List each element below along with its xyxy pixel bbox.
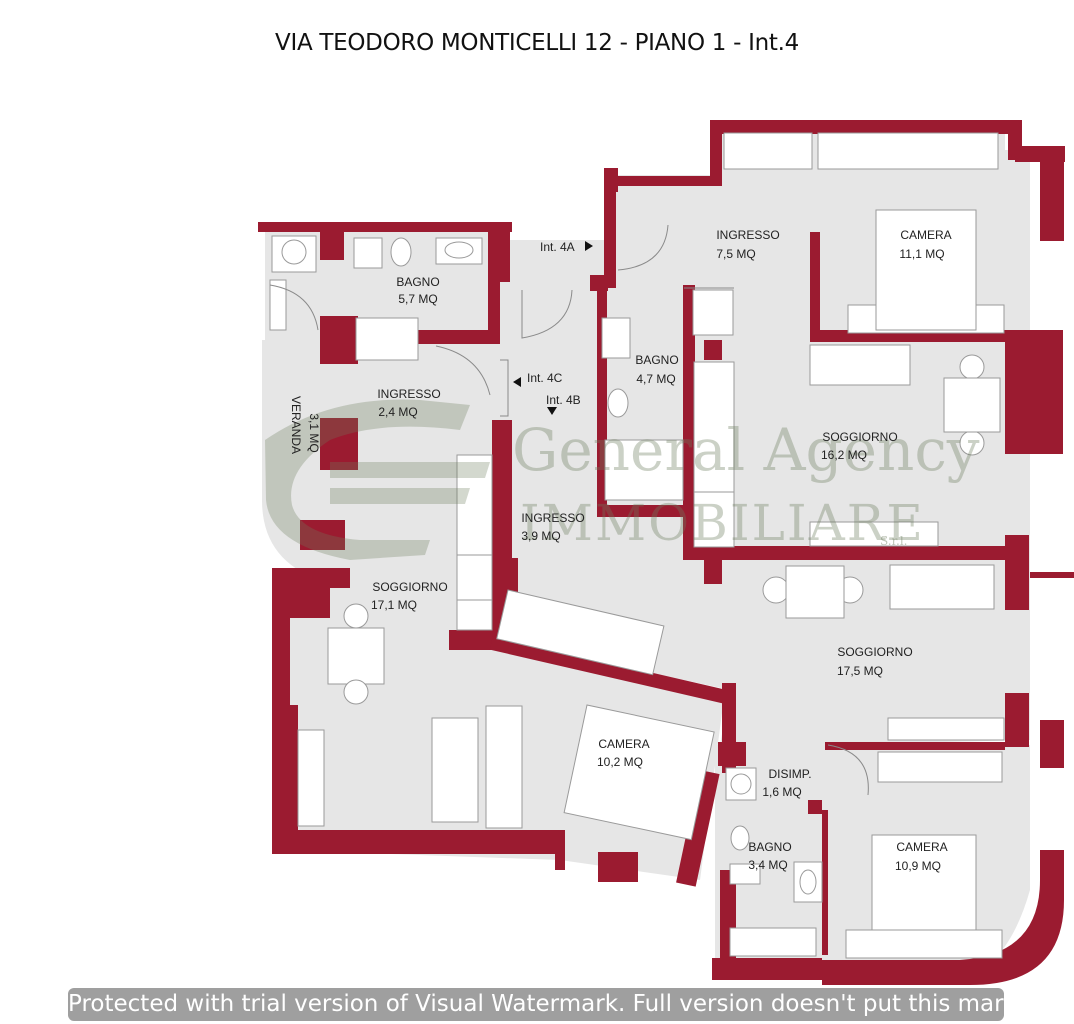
unit-markers [513, 241, 593, 415]
watermark-logo: General Agency IMMOBILIARE S.r.l. [265, 399, 980, 560]
room-camera-c-area: 10,9 MQ [895, 859, 941, 873]
door-swings [269, 224, 869, 796]
room-camera-a-name: CAMERA [598, 737, 649, 751]
room-ingresso-a-name: INGRESSO [377, 387, 440, 401]
room-bagno-a-name: BAGNO [396, 275, 439, 289]
room-ingresso-b-area: 3,9 MQ [521, 529, 560, 543]
room-camera-c-name: CAMERA [896, 840, 947, 854]
room-bagno-c-name: BAGNO [748, 840, 791, 854]
fixtures [269, 132, 1005, 959]
watermark-line2: IMMOBILIARE [520, 494, 925, 552]
room-soggiorno-b-name: SOGGIORNO [822, 430, 897, 444]
room-soggiorno-c-area: 17,5 MQ [837, 664, 883, 678]
arrow-down-icon [547, 407, 557, 415]
trial-watermark-banner: Protected with trial version of Visual W… [68, 988, 1004, 1021]
room-camera-b-area: 11,1 MQ [899, 247, 944, 261]
watermark-line1: General Agency [512, 416, 980, 484]
room-ingresso-a-area: 2,4 MQ [378, 405, 417, 419]
room-soggiorno-a-name: SOGGIORNO [372, 580, 447, 594]
room-camera-b-name: CAMERA [900, 228, 951, 242]
unit-4b-label: Int. 4B [546, 393, 581, 407]
unit-4a-label: Int. 4A [540, 240, 575, 254]
room-soggiorno-a-area: 17,1 MQ [371, 598, 417, 612]
arrow-right-icon [585, 241, 593, 251]
room-bagno-a-area: 5,7 MQ [398, 292, 437, 306]
room-bagno-c-area: 3,4 MQ [748, 858, 787, 872]
room-ingresso-b-name: INGRESSO [521, 511, 584, 525]
room-disimp-name: DISIMP. [768, 767, 811, 781]
plan-title: VIA TEODORO MONTICELLI 12 - PIANO 1 - In… [275, 30, 799, 56]
room-labels: BAGNO 5,7 MQ INGRESSO 2,4 MQ VERANDA 3,1… [289, 228, 952, 873]
room-disimp-area: 1,6 MQ [762, 785, 801, 799]
room-camera-a-area: 10,2 MQ [597, 755, 643, 769]
room-veranda-name: VERANDA [289, 396, 303, 454]
room-ingresso-c-name: INGRESSO [716, 228, 779, 242]
room-ingresso-c-area: 7,5 MQ [716, 247, 755, 261]
room-veranda-area: 3,1 MQ [307, 413, 321, 452]
room-bagno-b-name: BAGNO [635, 353, 678, 367]
unit-4c-label: Int. 4C [527, 371, 563, 385]
arrow-left-icon [513, 377, 521, 387]
room-bagno-b-area: 4,7 MQ [636, 372, 675, 386]
room-soggiorno-c-name: SOGGIORNO [837, 645, 912, 659]
room-soggiorno-b-area: 16,2 MQ [821, 448, 867, 462]
watermark-suffix: S.r.l. [880, 534, 908, 548]
